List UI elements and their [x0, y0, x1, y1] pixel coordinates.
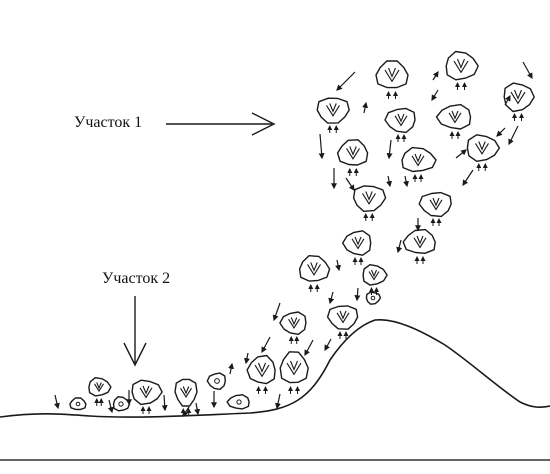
- cell-icon: [206, 372, 226, 390]
- label-area-2: Участок 2: [102, 270, 171, 287]
- cell-icon: [365, 291, 382, 305]
- cell-icon: [352, 185, 387, 221]
- cell-icon: [466, 134, 501, 171]
- cell-icon: [402, 228, 436, 264]
- flow-arrow: [455, 149, 467, 159]
- pointer-arrow-2: [123, 296, 147, 367]
- flow-arrow: [345, 177, 355, 191]
- flow-arrow: [336, 71, 356, 91]
- flow-arrow: [504, 94, 511, 106]
- flow-arrow: [522, 61, 533, 80]
- cell-icon: [226, 394, 250, 410]
- cell-icon: [445, 50, 479, 90]
- cell-icon: [503, 82, 535, 121]
- flow-arrow: [161, 394, 168, 412]
- cell-icon: [435, 103, 472, 139]
- flow-arrow: [182, 406, 190, 417]
- flow-arrow: [403, 175, 410, 188]
- label-area-1: Участок 1: [74, 114, 143, 131]
- flow-arrow: [304, 339, 314, 357]
- flow-arrow: [396, 239, 403, 254]
- flow-arrow: [324, 338, 332, 352]
- flow-arrow: [432, 70, 439, 81]
- cell-icon: [131, 379, 163, 414]
- flow-arrow: [243, 352, 250, 365]
- flow-arrow: [107, 399, 114, 414]
- cell-icon: [326, 305, 359, 339]
- cell-icon: [88, 377, 112, 406]
- flow-arrow: [261, 336, 271, 354]
- cell-icon: [69, 397, 87, 411]
- cell-icon: [112, 396, 131, 412]
- cell-icon: [316, 97, 350, 133]
- cell-icon: [375, 60, 409, 99]
- cells-group: [69, 50, 535, 416]
- cell-icon: [336, 139, 369, 176]
- flow-arrow: [328, 291, 335, 305]
- flow-arrow: [431, 89, 439, 102]
- flow-arrow: [354, 287, 361, 302]
- flow-arrow: [362, 101, 369, 114]
- flow-arrow: [272, 302, 281, 322]
- flow-arrow: [318, 133, 325, 160]
- flow-arrow: [335, 259, 342, 272]
- flow-arrow: [496, 127, 506, 137]
- flow-arrow: [53, 394, 60, 410]
- flow-arrow: [386, 175, 393, 188]
- cell-icon: [418, 191, 452, 226]
- cell-icon: [279, 351, 309, 394]
- cell-icon: [342, 230, 372, 265]
- flow-arrow: [228, 362, 235, 375]
- cell-icon: [362, 264, 388, 295]
- flow-arrow: [508, 125, 519, 146]
- ground-profile: [0, 319, 550, 418]
- cell-icon: [298, 255, 331, 292]
- cell-icon: [401, 146, 437, 182]
- arrows-group: [53, 61, 533, 417]
- cell-icon: [279, 311, 307, 344]
- cell-icon: [246, 354, 276, 394]
- flow-arrow: [386, 139, 393, 160]
- flow-arrow: [275, 393, 281, 410]
- cell-icon: [384, 107, 416, 142]
- pointer-arrow-1: [166, 112, 276, 136]
- flow-arrow: [194, 402, 201, 416]
- flow-arrow: [462, 169, 474, 186]
